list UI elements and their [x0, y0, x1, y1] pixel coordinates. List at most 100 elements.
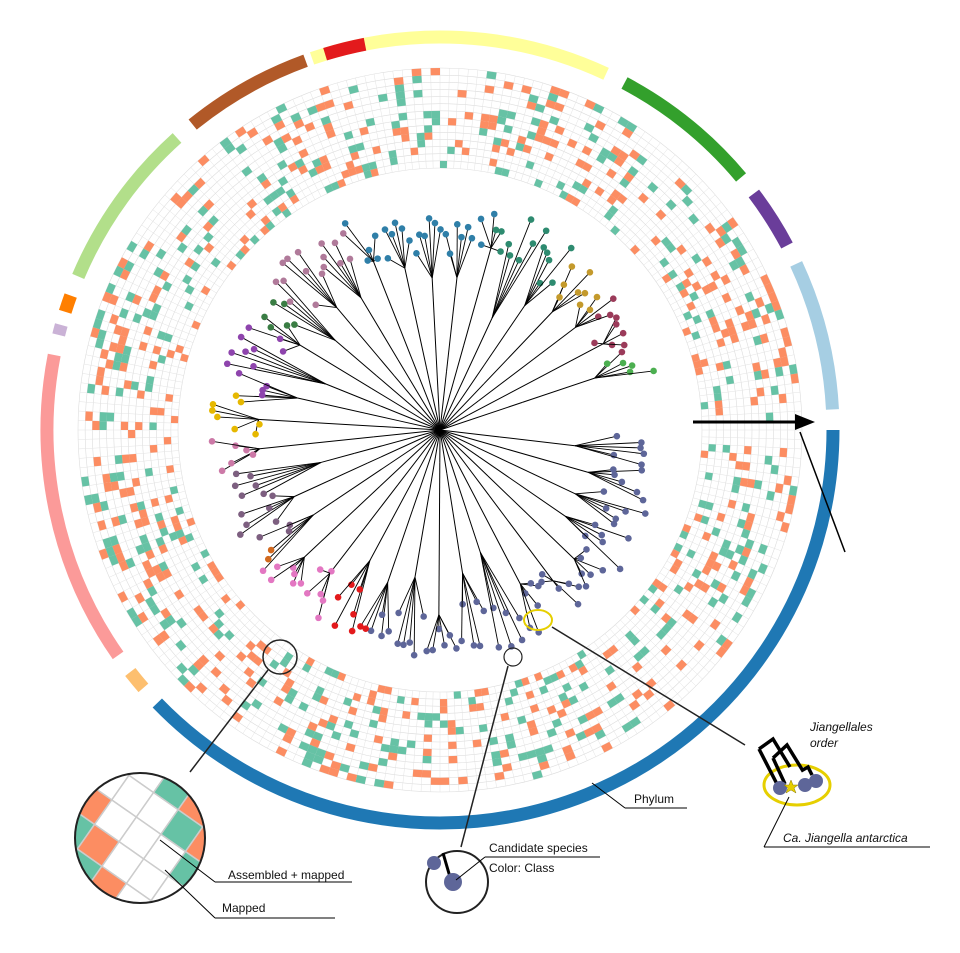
tree-tip — [545, 256, 553, 264]
tree-tip — [527, 216, 535, 223]
heatmap-cell — [187, 664, 200, 676]
heatmap-cell — [275, 103, 288, 114]
phylum-arc — [72, 133, 182, 279]
heatmap-cell — [402, 711, 411, 719]
tree-tip — [261, 313, 268, 321]
heatmap-cell — [704, 222, 716, 235]
heatmap-cell — [610, 145, 622, 157]
heatmap-grid-spoke — [467, 690, 479, 791]
heatmap-zoom-cell — [141, 942, 183, 953]
heatmap-cell — [214, 572, 225, 583]
heatmap-cell — [290, 112, 302, 123]
heatmap-zoom-cell — [201, 801, 205, 846]
heatmap-cell — [148, 310, 159, 321]
heatmap-cell — [771, 300, 782, 312]
tree-tip — [371, 232, 379, 240]
tree-branch — [282, 262, 338, 308]
tree-tip — [364, 257, 372, 264]
tree-branch — [255, 462, 322, 487]
tree-tip — [442, 230, 450, 238]
heatmap-cell — [721, 539, 732, 550]
heatmap-cell — [770, 385, 779, 396]
tree-tip — [480, 607, 488, 615]
heatmap-cell — [106, 412, 115, 422]
heatmap-cell — [243, 666, 255, 678]
tree-branch — [409, 576, 416, 643]
heatmap-cell — [348, 84, 359, 95]
heatmap-cell — [728, 259, 740, 271]
heatmap-cell — [411, 68, 422, 77]
heatmap-cell — [629, 635, 641, 646]
heatmap-cell — [551, 718, 563, 728]
tree-tip — [416, 231, 423, 239]
heatmap-cell — [711, 526, 721, 537]
heatmap-cell — [491, 750, 501, 760]
heatmap-cell — [778, 393, 787, 404]
tree-branch — [456, 237, 462, 278]
tree-branch — [387, 509, 414, 583]
heatmap-cell — [343, 719, 354, 730]
tree-branch — [574, 445, 644, 455]
tree-branch — [235, 462, 322, 487]
tree-branch — [575, 304, 581, 328]
tree-tip — [586, 268, 594, 276]
heatmap-cell — [156, 407, 165, 416]
tree-branch — [588, 469, 614, 473]
heatmap-cell — [720, 274, 731, 286]
heatmap-cell — [430, 777, 440, 785]
heatmap-cell — [122, 345, 132, 356]
tree-branch — [398, 576, 416, 614]
heatmap-cell — [120, 353, 130, 364]
tree-branch — [479, 552, 500, 648]
tree-tip — [574, 289, 582, 296]
heatmap-cell — [521, 84, 532, 95]
tree-branch — [439, 429, 459, 466]
heatmap-cell — [275, 186, 286, 197]
heatmap-cell — [529, 703, 540, 714]
heatmap-cell — [424, 132, 433, 140]
heatmap-cell — [235, 600, 246, 611]
heatmap-cell — [718, 593, 729, 605]
heatmap-cell — [417, 712, 426, 721]
tree-tip — [583, 546, 590, 553]
tree-tip — [285, 527, 293, 535]
heatmap-cell — [149, 604, 161, 616]
tree-tip — [367, 627, 375, 635]
tree-tip — [252, 430, 259, 438]
jiangellales-subtree — [757, 736, 814, 787]
heatmap-cell — [630, 244, 641, 255]
heatmap-cell — [673, 558, 683, 569]
heatmap-cell — [630, 605, 641, 616]
heatmap-cell — [517, 752, 529, 762]
heatmap-cell — [461, 147, 470, 156]
heatmap-cell — [680, 184, 693, 196]
heatmap-cell — [631, 688, 643, 700]
tree-branch — [360, 297, 399, 361]
heatmap-cell — [271, 206, 282, 217]
tree-branch — [594, 365, 633, 379]
heatmap-cell — [642, 689, 655, 701]
tree-tip — [468, 234, 476, 242]
tree-branch — [292, 556, 305, 584]
tree-branch — [524, 252, 548, 306]
tree-branch — [414, 493, 430, 578]
tree-branch — [270, 514, 314, 551]
heatmap-cell — [119, 362, 128, 372]
heatmap-cell — [701, 284, 712, 295]
heatmap-cell — [150, 497, 160, 508]
heatmap-cell — [667, 269, 678, 280]
tree-branch — [588, 471, 615, 476]
heatmap-cell — [388, 150, 397, 159]
tree-tip — [610, 466, 617, 473]
tree-tip — [245, 324, 253, 331]
heatmap-cell — [287, 162, 298, 173]
tree-branch — [575, 491, 604, 495]
heatmap-cell — [234, 126, 247, 138]
phylum-arc — [323, 37, 367, 61]
heatmap-cell — [480, 687, 490, 696]
heatmap-cell — [633, 651, 644, 662]
tree-tip — [312, 301, 320, 309]
phylum-arc — [188, 54, 308, 130]
heatmap-cell — [176, 242, 188, 254]
